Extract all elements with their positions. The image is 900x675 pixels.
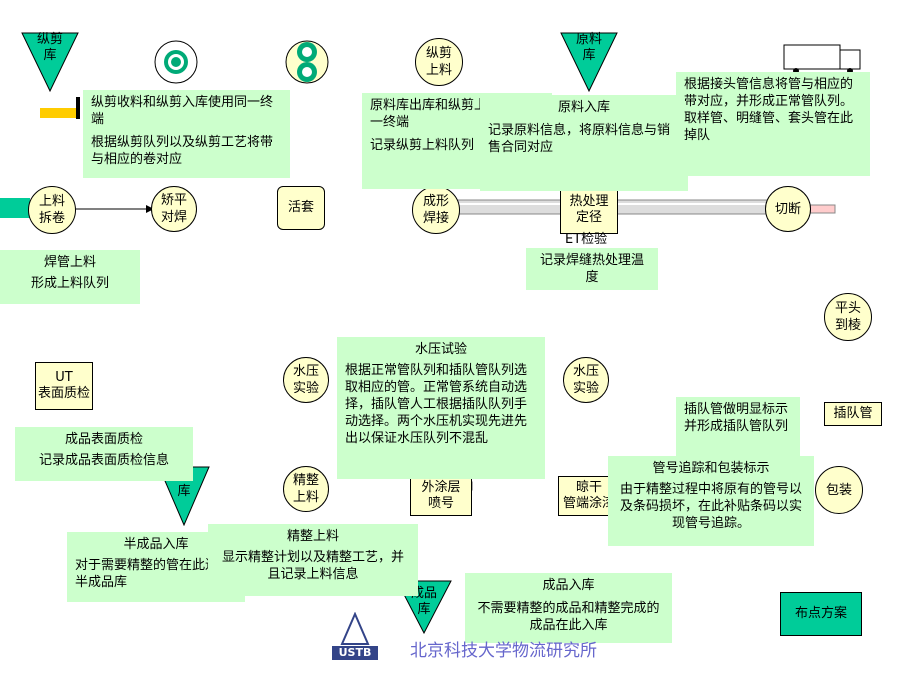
ext-coat-label: 外涂层 喷号 [421, 480, 461, 511]
note-joint-body: 根据接头管信息将管与相应的带对应，并形成正常管队列。取样管、明缝管、套头管在此掉… [684, 77, 854, 143]
note-slit-line2: 根据纵剪队列以及纵剪工艺将带与相应的卷对应 [91, 135, 274, 167]
hydro-label-1: 水压 实验 [292, 364, 319, 396]
forming-weld-label: 成形 焊接 [422, 194, 449, 226]
arrow-head [146, 205, 154, 213]
note-tracking-body: 由于精整过程中将原有的管号以及条码损坏，在此补贴条码以实现管号追踪。 [619, 482, 802, 531]
slit-warehouse-label: 纵剪 库 [36, 32, 63, 63]
note-semi-title: 半成品入库 [123, 537, 189, 552]
pack-label: 包装 [825, 482, 852, 498]
product-warehouse-label: 成品 库 [410, 586, 437, 617]
note-finish-title: 精整上料 [286, 529, 339, 544]
end-face-label: 平头 到棱 [834, 301, 861, 333]
ustb-logo-text: USTB [338, 646, 372, 659]
note-finish: 精整上料 显示精整计划以及精整工艺，并且记录上料信息 [208, 524, 418, 596]
note-product-in-body: 不需要精整的成品和精整完成的成品在此入库 [477, 601, 660, 633]
note-hydro-body: 根据正常管队列和插队管队列选取相应的管。正常管系统自动选择，插队管人工根据插队队… [345, 363, 528, 446]
hydro-node-1: 水压 实验 [283, 357, 329, 403]
dry-label: 晾干 管端涂漆 [562, 480, 615, 511]
strip-black [76, 97, 80, 119]
note-joint: 根据接头管信息将管与相应的带对应，并形成正常管队列。取样管、明缝管、套头管在此掉… [676, 72, 870, 176]
level-weld-label: 矫平 对焊 [160, 193, 187, 225]
finish-feed-label: 精整 上料 [292, 473, 319, 505]
truck-icon [783, 44, 861, 74]
note-seam-heat: 记录焊缝热处理温度 [526, 248, 658, 290]
et-check-label: ET检验 [565, 232, 608, 247]
note-insert: 插队管做明显标示并形成插队管队列 [676, 397, 800, 459]
note-finish-body: 显示精整计划以及精整工艺，并且记录上料信息 [221, 550, 404, 582]
note-weld-feed-line1: 焊管上料 [43, 255, 96, 270]
loop-label: 活套 [287, 200, 314, 215]
note-seam-heat-body: 记录焊缝热处理温度 [539, 253, 644, 285]
note-surface-title: 成品表面质检 [64, 432, 143, 447]
note-slit: 纵剪收料和纵剪入库使用同一终端 根据纵剪队列以及纵剪工艺将带与相应的卷对应 [83, 90, 290, 178]
cut-label: 切断 [774, 201, 801, 217]
semi-warehouse-triangle: 库 [158, 466, 210, 526]
raw-warehouse-label: 原料 库 [575, 32, 602, 63]
heat-treat-node: 热处理 定径 [560, 186, 618, 234]
ut-surface-label: UT 表面质检 [37, 370, 90, 401]
uncoil-node: 上料 拆卷 [28, 186, 76, 234]
coil-icon [154, 40, 198, 84]
end-face-node: 平头 到棱 [824, 293, 872, 341]
strip-yellow [40, 108, 76, 118]
note-hydro: 水压试验 根据正常管队列和插队管队列选取相应的管。正常管系统自动选择，插队管人工… [337, 337, 545, 479]
strip-green-left [0, 198, 30, 218]
layout-plan-button[interactable]: 布点方案 [780, 592, 862, 636]
note-slit-line1: 纵剪收料和纵剪入库使用同一终端 [91, 95, 274, 127]
finish-feed-node: 精整 上料 [283, 466, 329, 512]
note-hydro-title: 水压试验 [414, 342, 467, 357]
note-semi-body: 对于需要精整的管在此进入半成品库 [75, 558, 232, 590]
raw-warehouse-triangle: 原料 库 [560, 32, 618, 92]
ustb-logo-icon [332, 611, 378, 660]
note-surface-body: 记录成品表面质检信息 [38, 453, 169, 468]
note-surface: 成品表面质检 记录成品表面质检信息 [15, 427, 193, 481]
note-raw-in-body: 记录原料信息，将原料信息与销售合同对应 [488, 123, 671, 155]
note-raw-in: 原料入库 记录原料信息，将原料信息与销售合同对应 [480, 95, 688, 191]
note-insert-body: 插队管做明显标示并形成插队管队列 [684, 402, 789, 434]
hydro-label-2: 水压 实验 [572, 364, 599, 396]
hydro-node-2: 水压 实验 [563, 357, 609, 403]
forming-weld-node: 成形 焊接 [412, 186, 460, 234]
loop-node: 活套 [277, 186, 325, 230]
note-weld-feed: 焊管上料 形成上料队列 [0, 250, 140, 304]
slit-feed-label: 纵剪 上料 [425, 46, 452, 78]
note-raw-in-title: 原料入库 [557, 100, 610, 115]
ustb-logo: USTB [330, 611, 380, 662]
note-product-in-title: 成品入库 [542, 578, 595, 593]
insert-pipe-node: 插队管 [824, 402, 882, 426]
layout-plan-label: 布点方案 [794, 606, 847, 621]
note-raw-out-line2: 记录纵剪上料队列 [370, 138, 475, 153]
slit-feed-node: 纵剪 上料 [415, 38, 463, 86]
semi-warehouse-label: 库 [177, 484, 191, 499]
insert-pipe-label: 插队管 [833, 406, 873, 421]
note-product-in: 成品入库 不需要精整的成品和精整完成的成品在此入库 [465, 573, 672, 643]
institute-name: 北京科技大学物流研究所 [410, 641, 597, 661]
ut-surface-node: UT 表面质检 [35, 362, 93, 410]
note-tracking: 管号追踪和包装标示 由于精整过程中将原有的管号以及条码损坏，在此补贴条码以实现管… [608, 456, 814, 546]
coil-pair-icon [285, 40, 329, 84]
note-tracking-title: 管号追踪和包装标示 [652, 461, 770, 476]
slit-warehouse-triangle: 纵剪 库 [21, 32, 79, 92]
level-weld-node: 矫平 对焊 [151, 186, 197, 232]
cut-node: 切断 [765, 186, 811, 232]
pack-node: 包装 [815, 466, 863, 514]
ext-coat-node: 外涂层 喷号 [410, 476, 472, 516]
heat-treat-label: 热处理 定径 [569, 194, 609, 225]
uncoil-label: 上料 拆卷 [38, 194, 65, 226]
note-weld-feed-line2: 形成上料队列 [30, 276, 109, 291]
